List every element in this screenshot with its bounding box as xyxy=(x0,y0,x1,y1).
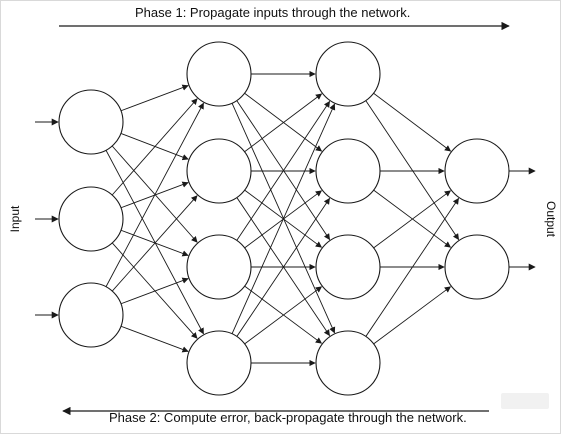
connection-arrow xyxy=(244,285,323,344)
connection-arrow xyxy=(111,242,198,339)
connection-arrow xyxy=(236,100,331,241)
neuron-node xyxy=(186,234,252,300)
connection-arrow xyxy=(373,92,452,152)
neuron-node xyxy=(58,282,124,348)
connection-arrow xyxy=(120,325,189,353)
connection-arrow xyxy=(373,190,452,249)
watermark-patch xyxy=(501,393,549,409)
connection-arrow xyxy=(365,100,460,241)
connection-arrow xyxy=(111,195,198,292)
neuron-node xyxy=(315,234,381,300)
connection-arrow xyxy=(236,100,331,241)
output-label: Output xyxy=(544,200,558,238)
neuron-node xyxy=(186,330,252,396)
connection-arrow xyxy=(373,189,452,248)
connection-arrow xyxy=(231,103,336,334)
neuron-node xyxy=(315,330,381,396)
neuron-node xyxy=(315,41,381,107)
connection-arrow xyxy=(120,133,189,161)
neuron-node xyxy=(315,138,381,204)
connection-arrow xyxy=(365,197,459,337)
neuron-node xyxy=(444,138,510,204)
neuron-node xyxy=(186,41,252,107)
connection-arrow xyxy=(120,84,189,112)
neuron-node xyxy=(444,234,510,300)
connection-arrow xyxy=(244,92,323,152)
connection-arrow xyxy=(120,277,189,305)
neuron-node xyxy=(58,89,124,155)
phase2-caption: Phase 2: Compute error, back-propagate t… xyxy=(109,410,467,425)
connection-arrow xyxy=(111,98,198,196)
connection-arrow xyxy=(244,286,323,345)
neuron-node xyxy=(58,186,124,252)
connection-arrow xyxy=(236,197,330,337)
connection-arrow xyxy=(111,145,198,243)
neuron-node xyxy=(186,138,252,204)
phase1-caption: Phase 1: Propagate inputs through the ne… xyxy=(135,5,411,20)
connection-arrow xyxy=(120,229,189,257)
input-label: Input xyxy=(8,205,22,233)
connection-arrow xyxy=(244,93,323,153)
connection-arrow xyxy=(105,102,204,287)
connection-arrow xyxy=(373,286,452,345)
connection-arrow xyxy=(105,150,204,335)
